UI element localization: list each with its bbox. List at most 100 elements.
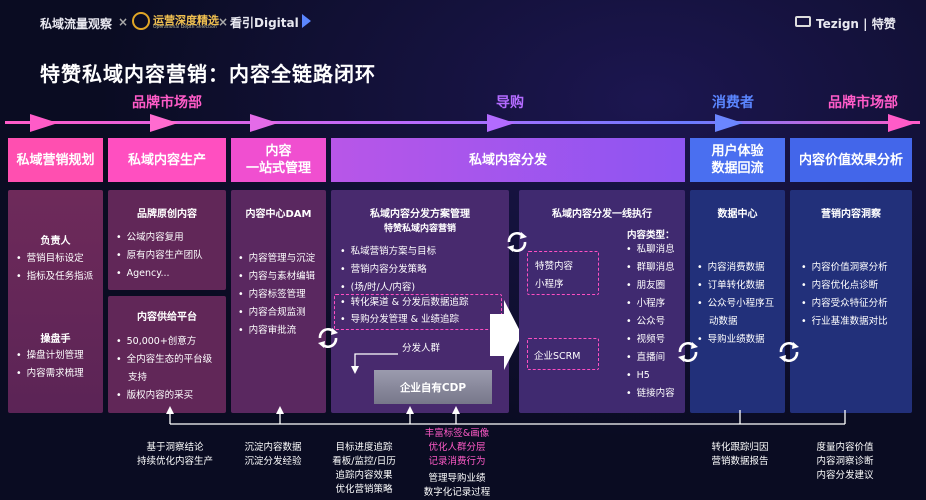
header-content-management-l1: 内容 [265,144,292,159]
box1-line1: 特赞内容 [535,261,574,272]
distribution-arrow [490,300,522,370]
brand-siyu: 私域流量观察 [40,17,113,31]
footer-note-5-l1: 转化跟踪归因 [711,442,769,453]
header-content-management: 内容 一站式管理 [231,138,326,182]
insight-item-3: 内容受众特征分析 [801,295,888,313]
insight-item-2: 内容优化点诊断 [801,277,879,295]
planning-item-2: 指标及任务指派 [16,268,94,286]
type-item-8: H5 [626,367,650,385]
footer-note-5: 转化跟踪归因 营销数据报告 [695,441,785,469]
data-item-3: 公众号小程序互 [697,295,775,313]
type-item-2: 群聊消息 [626,259,675,277]
distribution-plan-title: 私域内容分发方案管理 [370,209,470,220]
dam-item-1: 内容管理与沉淀 [238,250,316,268]
dam-title: 内容中心DAM [245,209,312,220]
footer-note-3-l3: 追踪内容效果 [335,470,393,481]
supply-item-1: 50,000+创意方 [116,333,197,351]
scrm-box [527,338,599,370]
supply-item-2: 全内容生态的平台级 [116,351,213,369]
supply-item-4: 版权内容的采买 [116,387,194,405]
footer-note-4-l2: 优化人群分层 [428,442,486,453]
insight-title: 营销内容洞察 [821,209,881,220]
brand-kanyin: 看引Digital [230,16,299,30]
type-item-9: 链接内容 [626,385,675,403]
cdp-box: 企业自有CDP [374,370,492,404]
phase-guide: 导购 [496,95,524,111]
data-center-title: 数据中心 [717,209,758,220]
footer-note-1-l2: 持续优化内容生产 [136,456,213,467]
header-private-planning: 私域营销规划 [8,138,103,182]
footer-note-4-l4: 管理导购业绩 [428,473,486,484]
cycle-icon [779,341,799,363]
type-item-6: 视频号 [626,331,666,349]
tracking-item-2: 导购分发管理 & 业绩追踪 [340,311,459,329]
brand-operation: 运营深度精选 [153,14,219,27]
cdp-label: 企业自有CDP [399,381,467,394]
planning-group2-title: 操盘手 [40,334,71,345]
crowd-connector [351,353,398,374]
dam-item-3: 内容标签管理 [238,286,306,304]
original-item-1: 公域内容复用 [116,229,184,247]
planning-group1-title: 负责人 [40,236,71,247]
crowd-label: 分发人群 [402,343,441,354]
insight-item-1: 内容价值洞察分析 [801,259,888,277]
type-item-1: 私聊消息 [626,241,675,259]
footer-note-2-l1: 沉淀内容数据 [244,442,302,453]
original-content-title: 品牌原创内容 [137,209,197,220]
plan-item-2: 营销内容分发策略 [340,261,427,279]
planning-item-4: 内容需求梳理 [16,365,84,383]
plan-item-1: 私域营销方案与目标 [340,243,437,261]
header-value-analysis: 内容价值效果分析 [790,138,912,182]
footer-note-6: 度量内容价值 内容洞察诊断 内容分发建议 [800,441,890,483]
tracking-item-1: 转化渠道 & 分发后数据追踪 [340,294,469,312]
footer-note-4-l1: 丰富标签&画像 [424,428,490,439]
brand-operation-sub: Operational Depth Selection [153,25,217,30]
data-item-4: 导购业绩数据 [697,331,765,349]
footer-note-6-l2: 内容洞察诊断 [816,456,874,467]
type-item-5: 公众号 [626,313,666,331]
footer-note-2: 沉淀内容数据 沉淀分发经验 [228,441,318,469]
phase-brand-market: 品牌市场部 [132,95,202,111]
footer-note-4-l3: 记录消费行为 [428,456,486,467]
footer-note-6-l3: 内容分发建议 [816,470,874,481]
footer-note-3-l2: 看板/监控/日历 [332,456,396,467]
header-content-management-l2: 一站式管理 [245,161,311,176]
header-user-data-l2: 数据回流 [711,161,764,176]
data-item-1: 内容消费数据 [697,259,765,277]
plan-item-3: (场/时/人/内容) [340,279,416,297]
type-item-7: 直播间 [626,349,666,367]
original-item-2: 原有内容生产团队 [116,247,203,265]
footer-note-2-l2: 沉淀分发经验 [244,456,302,467]
header-private-distribution: 私域内容分发 [331,138,685,182]
footer-note-4: 丰富标签&画像 优化人群分层 记录消费行为 管理导购业绩 数字化记录过程 [410,427,504,500]
box1-line2: 小程序 [535,279,564,290]
footer-note-6-l1: 度量内容价值 [816,442,874,453]
distribution-plan-subtitle: 特赞私域内容营销 [383,224,456,234]
times-sep-1: × [118,15,129,29]
supply-item-3: 支持 [128,372,148,383]
footer-note-3: 目标进度追踪 看板/监控/日历 追踪内容效果 优化营销策略 [322,441,406,497]
mini-program-box [527,251,599,295]
content-types-title: 内容类型： [627,230,675,241]
original-item-3: Agency... [116,265,170,283]
operation-logo-icon [132,12,150,30]
timeline-arrow [5,114,920,132]
footer-note-1-l1: 基于洞察结论 [146,442,204,453]
footer-note-1: 基于洞察结论 持续优化内容生产 [120,441,230,469]
cycle-icon [678,341,698,363]
cycle-icon [507,231,527,253]
dam-item-4: 内容合规监测 [238,304,306,322]
type-item-3: 朋友圈 [626,277,666,295]
header-user-data: 用户体验 数据回流 [690,138,785,182]
insight-item-4: 行业基准数据对比 [801,313,888,331]
times-sep-2: × [218,15,229,29]
footer-note-3-l1: 目标进度追踪 [335,442,393,453]
dam-item-2: 内容与素材编辑 [238,268,316,286]
brand-tezign: Tezign | 特赞 [816,17,896,31]
header-user-data-l1: 用户体验 [711,144,764,159]
footer-note-5-l2: 营销数据报告 [711,456,769,467]
header-private-production: 私域内容生产 [108,138,226,182]
phase-consumer: 消费者 [712,95,754,111]
footer-note-3-l4: 优化营销策略 [335,484,393,495]
footer-note-4-l5: 数字化记录过程 [423,487,491,498]
